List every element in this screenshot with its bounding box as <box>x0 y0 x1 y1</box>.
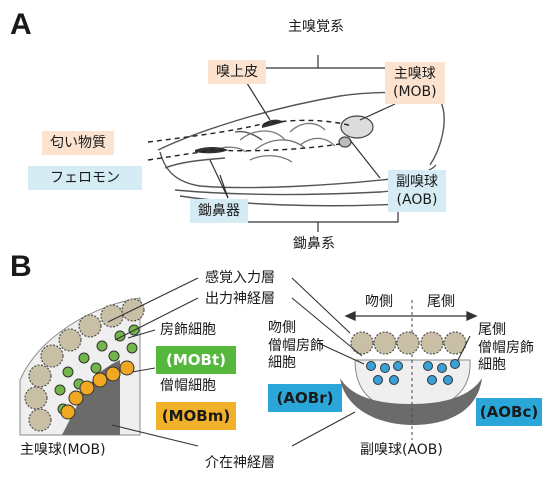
mob-glomeruli <box>24 298 145 432</box>
turbinates <box>214 122 336 163</box>
caudal-mt-line-3: 細胞 <box>478 357 506 373</box>
sensory-input-layer-label: 感覚入力層 <box>205 270 275 286</box>
rostral-label: 吻側 <box>365 294 393 310</box>
rostral-mitral-tufted-label: 吻側 僧帽房飾 細胞 <box>268 320 324 373</box>
main-bulb-abbr: (MOB) <box>393 84 437 101</box>
dashed-pathways <box>147 119 353 161</box>
caudal-mt-line-2: 僧帽房飾 <box>478 339 534 356</box>
pheromone-label: フェロモン <box>28 166 142 191</box>
mob-label: 主嗅球(MOB) <box>20 442 106 458</box>
mob-mitral-cells <box>60 360 135 420</box>
olfactory-epithelium-label: 嗅上皮 <box>208 60 266 85</box>
aob-glomeruli <box>350 331 467 355</box>
bulb-shapes <box>338 115 374 148</box>
panel-b-letter: B <box>10 250 32 283</box>
rostral-mt-line-1: 吻側 <box>268 320 296 336</box>
aobr-tag: (AOBr) <box>268 384 342 412</box>
output-neuron-layer-label: 出力神経層 <box>205 291 275 307</box>
aob-cells <box>366 359 460 385</box>
mob-tufted-cells <box>54 324 140 415</box>
panel-a-letter: A <box>10 8 32 41</box>
mitral-cell-label: 僧帽細胞 <box>160 378 216 394</box>
vomeronasal-system-label: 鋤鼻系 <box>293 236 335 252</box>
tufted-cell-label: 房飾細胞 <box>160 322 216 338</box>
aobc-tag: (AOBc) <box>476 398 542 426</box>
panel-b-pointers <box>107 277 471 447</box>
mobm-tag: (MOBm) <box>156 402 236 430</box>
main-olfactory-system-label: 主嗅覚系 <box>288 19 344 35</box>
aob-section <box>340 300 482 440</box>
accessory-bulb-name: 副嗅球 <box>396 174 438 190</box>
caudal-mitral-tufted-label: 尾側 僧帽房飾 細胞 <box>478 322 534 375</box>
accessory-olfactory-bulb-label: 副嗅球 (AOB) <box>388 170 446 213</box>
rostral-caudal-arrow <box>344 310 478 322</box>
caudal-mt-line-1: 尾側 <box>478 322 506 338</box>
caudal-label: 尾側 <box>427 294 455 310</box>
rostral-mt-line-3: 細胞 <box>268 355 296 371</box>
rostral-mt-line-2: 僧帽房飾 <box>268 337 324 354</box>
vomeronasal-organ-label: 鋤鼻器 <box>190 199 248 224</box>
main-bulb-name: 主嗅球 <box>393 66 436 82</box>
main-olfactory-bulb-label: 主嗅球 (MOB) <box>385 62 445 105</box>
odorant-label: 匂い物質 <box>42 131 114 156</box>
accessory-bulb-abbr: (AOB) <box>396 192 438 209</box>
mobt-tag: (MOBt) <box>156 346 236 374</box>
aob-label: 副嗅球(AOB) <box>360 442 443 458</box>
interneuron-layer-label: 介在神経層 <box>205 455 275 471</box>
